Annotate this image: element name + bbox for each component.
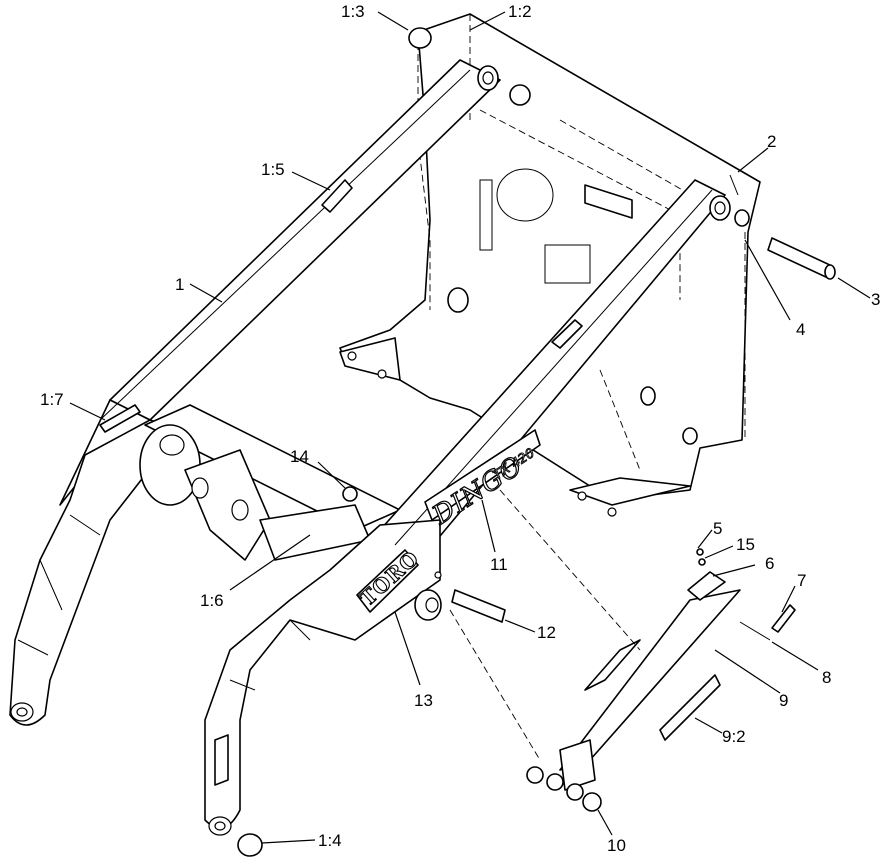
callout-15: 15 bbox=[736, 535, 755, 554]
tip-decal bbox=[214, 734, 229, 786]
callout-1-2: 1:2 bbox=[508, 2, 532, 21]
pin-7 bbox=[771, 604, 796, 633]
callout-1-4: 1:4 bbox=[318, 831, 342, 850]
callout-1-5: 1:5 bbox=[261, 160, 285, 179]
callout-1: 1 bbox=[175, 275, 184, 294]
bushing-1-3 bbox=[408, 27, 432, 49]
callout-11: 11 bbox=[490, 555, 508, 574]
left-arm-decal bbox=[321, 179, 353, 213]
pin-3 bbox=[767, 237, 833, 279]
washer-10 bbox=[582, 792, 602, 812]
callout-1-6: 1:6 bbox=[200, 591, 224, 610]
callout-7: 7 bbox=[797, 571, 806, 590]
callout-labels: 1:3 1:2 2 1:5 3 4 1 1:7 14 11 5 15 6 7 1… bbox=[40, 2, 880, 855]
callout-9-2: 9:2 bbox=[722, 727, 746, 746]
nut-14 bbox=[342, 486, 358, 502]
callout-10: 10 bbox=[607, 836, 626, 855]
callout-5: 5 bbox=[713, 519, 722, 538]
callout-4: 4 bbox=[796, 320, 805, 339]
callout-2: 2 bbox=[767, 132, 776, 151]
callout-3: 3 bbox=[871, 290, 880, 309]
callout-8: 8 bbox=[822, 668, 831, 687]
leader-lines bbox=[69, 11, 871, 844]
toro-decal-plate bbox=[356, 549, 419, 613]
bushing-1-4 bbox=[237, 833, 263, 857]
tower-frame bbox=[339, 13, 761, 517]
hardware bbox=[237, 27, 836, 857]
callout-14: 14 bbox=[290, 447, 309, 466]
callout-6: 6 bbox=[765, 554, 774, 573]
bolt-12 bbox=[451, 589, 506, 623]
latch-assembly bbox=[449, 489, 796, 812]
left-boom-arm bbox=[9, 59, 501, 726]
dingo-decal-plate bbox=[424, 429, 541, 521]
callout-1-3: 1:3 bbox=[341, 2, 365, 21]
cross-tube bbox=[139, 404, 401, 561]
bracket-6 bbox=[687, 571, 726, 601]
callout-9: 9 bbox=[779, 691, 788, 710]
callout-12: 12 bbox=[537, 623, 556, 642]
right-arm-decal bbox=[551, 319, 583, 349]
decal-9-2 bbox=[659, 674, 721, 741]
callout-1-7: 1:7 bbox=[40, 390, 64, 409]
callout-13: 13 bbox=[414, 691, 433, 710]
